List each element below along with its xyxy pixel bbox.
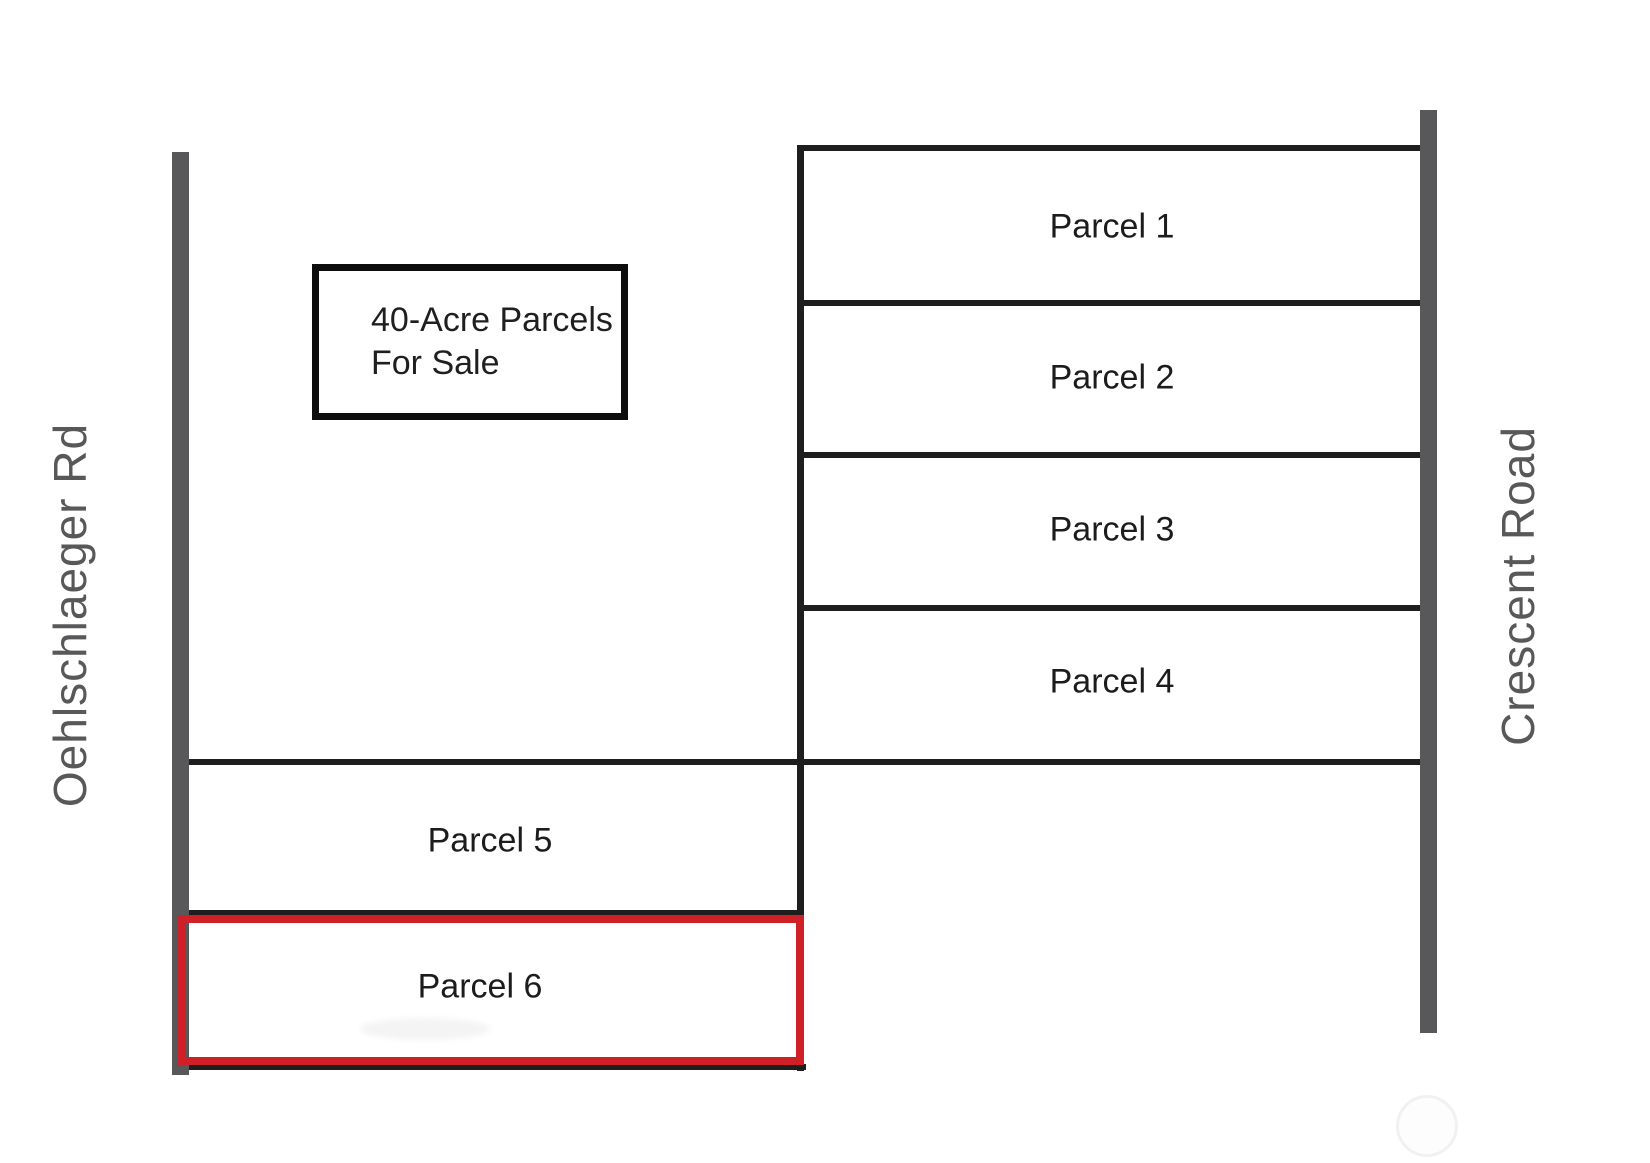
parcel-3-label: Parcel 3 [1049,510,1175,549]
parcel-5-label: Parcel 5 [427,821,553,860]
parcel1-top-boundary [797,145,1422,151]
parcel6-highlight-outline [178,915,804,1065]
parcel3-parcel4-boundary [797,605,1422,611]
parcel-6-label: Parcel 6 [417,967,543,1006]
sign-text-line2: For Sale [371,344,500,382]
bottom-boundary [172,1064,806,1070]
parcel-4-label: Parcel 4 [1049,662,1175,701]
parcel-2-label: Parcel 2 [1049,358,1175,397]
oehlschlaeger-road-line [172,152,189,1075]
parcel5-parcel6-boundary [186,910,804,916]
for-sale-sign: 40-Acre Parcels For Sale [312,264,628,420]
parcel2-parcel3-boundary [797,452,1422,458]
parcel-1-label: Parcel 1 [1049,207,1175,246]
watermark-circle [1396,1095,1458,1157]
parcel4-bottom-long-boundary [186,759,1422,765]
parcel1-parcel2-boundary [797,300,1422,306]
parcel-stack-left-boundary [797,145,804,1071]
road-label-crescent: Crescent Road [1492,426,1544,746]
crescent-road-line [1420,110,1437,1033]
road-label-oehlschlaeger: Oehlschlaeger Rd [44,422,96,808]
sign-text-line1: 40-Acre Parcels [371,301,613,339]
erased-smudge [360,1018,490,1040]
